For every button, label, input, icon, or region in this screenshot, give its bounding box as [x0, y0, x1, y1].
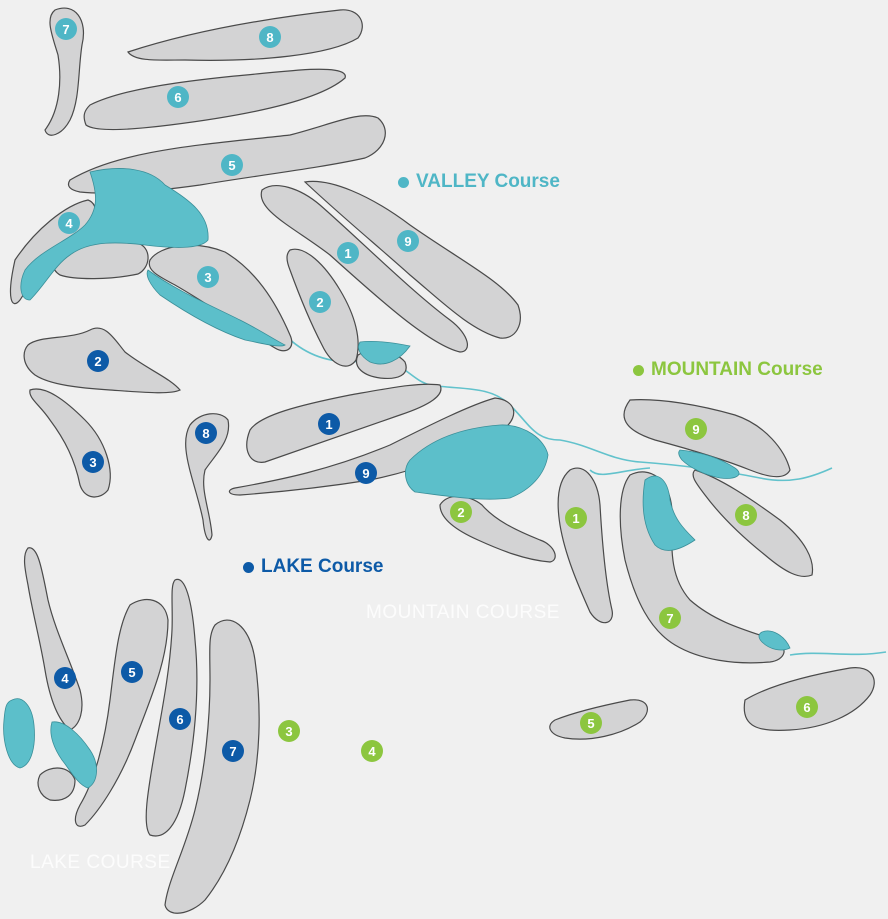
lake-hole-7-fairway[interactable]	[164, 619, 260, 914]
lake-hole-6-marker[interactable]: 6	[169, 708, 191, 730]
mountain-hole-4-marker[interactable]: 4	[361, 740, 383, 762]
valley-pond	[20, 168, 209, 301]
lake-hole-1-fairway[interactable]	[246, 383, 442, 463]
valley-hole-7-fairway[interactable]	[44, 7, 84, 136]
mountain-hole-9-fairway[interactable]	[623, 399, 791, 478]
valley-hole-6-marker[interactable]: 6	[167, 86, 189, 108]
lake-dot-icon	[243, 561, 254, 573]
mountain-hole-9-marker[interactable]: 9	[685, 418, 707, 440]
valley-hole-7-marker[interactable]: 7	[55, 18, 77, 40]
valley-hole-1-marker[interactable]: 1	[337, 242, 359, 264]
lake-pond-west	[3, 698, 35, 769]
mountain-hole-3-marker[interactable]: 3	[278, 720, 300, 742]
mountain-hole-2-marker[interactable]: 2	[450, 501, 472, 523]
mountain-pond-hole-7-green	[758, 630, 791, 651]
lake-hole-3-marker[interactable]: 3	[82, 451, 104, 473]
mountain-pond-center	[405, 424, 549, 500]
mountain-hole-6-marker[interactable]: 6	[796, 696, 818, 718]
valley-hole-5-marker[interactable]: 5	[221, 154, 243, 176]
valley-pond-small	[358, 340, 411, 365]
valley-hole-2-marker[interactable]: 2	[309, 291, 331, 313]
lake-pond-east	[50, 721, 97, 789]
mountain-hole-8-marker[interactable]: 8	[735, 504, 757, 526]
valley-hole-1-fairway[interactable]	[260, 185, 468, 353]
mountain-hole-7-marker[interactable]: 7	[659, 607, 681, 629]
lake-course-name: LAKE Course	[261, 556, 384, 577]
valley-hole-8-marker[interactable]: 8	[259, 26, 281, 48]
lake-hole-4-green[interactable]	[37, 767, 76, 801]
valley-hole-8-fairway[interactable]	[127, 9, 363, 61]
mountain-hole-5-marker[interactable]: 5	[580, 712, 602, 734]
mountain-hole-1-marker[interactable]: 1	[565, 507, 587, 529]
valley-hole-9-fairway[interactable]	[303, 180, 521, 339]
lake-hole-3-fairway[interactable]	[29, 388, 111, 498]
mountain-hole-1-fairway[interactable]	[557, 467, 613, 624]
mountain-pond-hole-7	[642, 475, 696, 551]
lake-hole-4-marker[interactable]: 4	[54, 667, 76, 689]
valley-course-name: VALLEY Course	[416, 171, 560, 192]
stream	[789, 651, 887, 656]
valley-hole-3-fairway[interactable]	[148, 244, 293, 352]
lake-hole-6-fairway[interactable]	[145, 578, 198, 837]
lake-hole-4-fairway[interactable]	[23, 547, 83, 731]
lake-hole-9-marker[interactable]: 9	[355, 462, 377, 484]
lake-hole-8-marker[interactable]: 8	[195, 422, 217, 444]
valley-hole-3-marker[interactable]: 3	[197, 266, 219, 288]
lake-course-label[interactable]: LAKE Course	[243, 556, 383, 578]
valley-hole-9-marker[interactable]: 9	[397, 230, 419, 252]
lake-hole-7-marker[interactable]: 7	[222, 740, 244, 762]
mountain-course-label[interactable]: MOUNTAIN Course	[633, 359, 823, 381]
valley-course-label[interactable]: VALLEY Course	[398, 171, 560, 193]
mountain-pond-hole-9	[678, 449, 740, 479]
lake-hole-5-fairway[interactable]	[74, 598, 169, 827]
lake-hole-5-marker[interactable]: 5	[121, 661, 143, 683]
lake-hole-2-marker[interactable]: 2	[87, 350, 109, 372]
valley-dot-icon	[398, 176, 409, 188]
lake-hole-8-fairway[interactable]	[185, 413, 230, 541]
valley-hole-4-marker[interactable]: 4	[58, 212, 80, 234]
lake-course-watermark: LAKE COURSE	[30, 852, 171, 873]
mountain-course-watermark: MOUNTAIN COURSE	[366, 602, 560, 623]
mountain-course-name: MOUNTAIN Course	[651, 359, 823, 380]
stream	[589, 467, 651, 476]
lake-hole-1-marker[interactable]: 1	[318, 413, 340, 435]
valley-pond-lower	[146, 269, 286, 347]
mountain-dot-icon	[633, 364, 644, 376]
valley-hole-6-fairway[interactable]	[83, 68, 346, 131]
